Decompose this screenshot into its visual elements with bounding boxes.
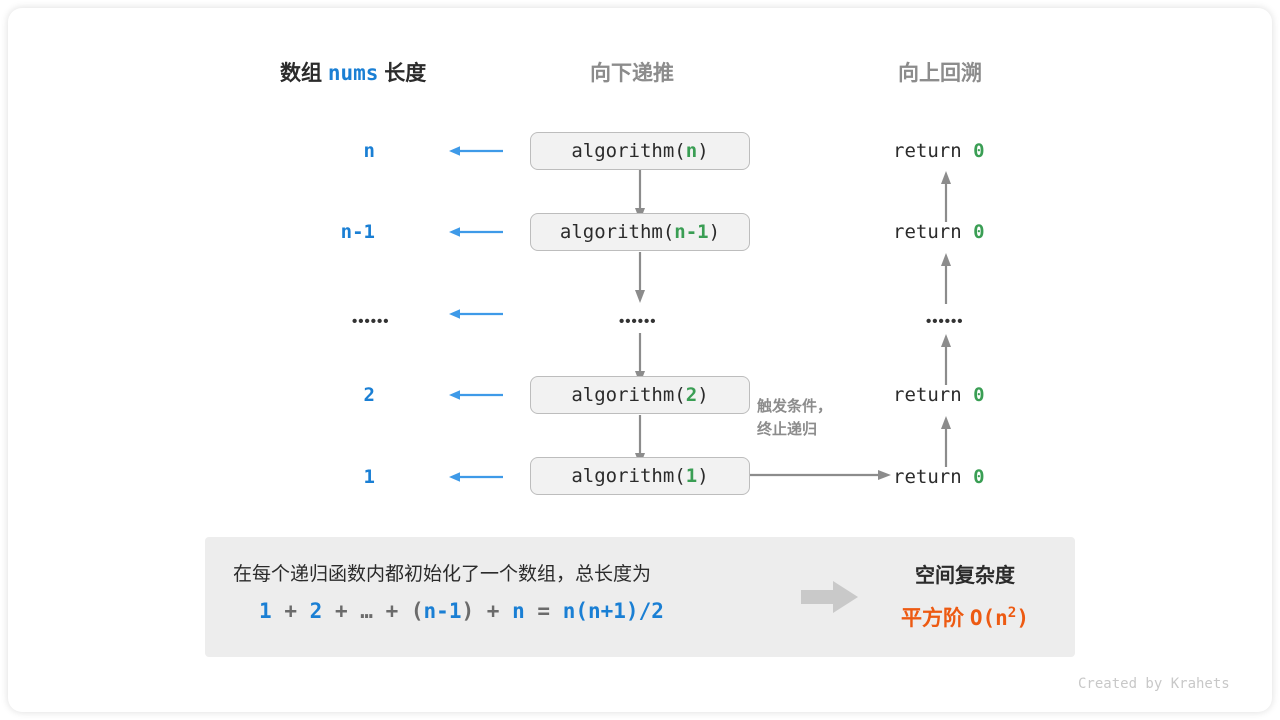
formula-token-4: … <box>360 599 373 623</box>
blue-left-arrow-row-1 <box>449 227 503 237</box>
call-box-row-3: algorithm(2) <box>530 376 750 414</box>
length-label-row-0: n <box>363 140 375 162</box>
return-row-1: return 0 <box>893 221 985 243</box>
return-value-row-4: 0 <box>973 466 985 488</box>
call-box-row-4: algorithm(1) <box>530 457 750 495</box>
blue-left-arrow-row-0 <box>449 146 503 156</box>
call-box-row-0: algorithm(n) <box>530 132 750 170</box>
summary-panel: 在每个递归函数内都初始化了一个数组，总长度为 1 + 2 + … + (n-1)… <box>205 537 1075 657</box>
up-arrow-2-to-1 <box>941 253 951 304</box>
call-suffix-row-3: ) <box>697 384 709 406</box>
formula-token-11: = <box>537 599 551 623</box>
return-row-3: return 0 <box>893 384 985 406</box>
length-label-row-3: 2 <box>363 384 375 406</box>
summary-formula: 1 + 2 + … + (n-1) + n = n(n+1)/2 <box>259 599 664 623</box>
call-arg-row-1: n-1 <box>674 221 709 243</box>
return-row-0: return 0 <box>893 140 985 162</box>
formula-token-6: ( <box>410 599 424 623</box>
return-text-row-3: return <box>893 384 974 406</box>
call-suffix-row-1: ) <box>708 221 721 243</box>
header-backtrack-up: 向上回溯 <box>898 62 982 85</box>
termination-annotation-line-2: 终止递归 <box>757 421 818 439</box>
length-label-row-4: 1 <box>363 466 375 488</box>
formula-token-10: n <box>512 599 525 623</box>
return-dots-row-2: •••••• <box>926 313 964 330</box>
implies-block-arrow-icon <box>801 581 858 613</box>
call-prefix-row-3: algorithm( <box>571 384 686 406</box>
return-text-row-0: return <box>893 140 974 162</box>
up-arrow-4-to-3 <box>941 416 951 467</box>
call-arg-row-4: 1 <box>685 465 698 487</box>
termination-annotation-line-1: 触发条件， <box>757 398 833 415</box>
formula-token-2: 2 <box>309 599 323 623</box>
terminate-right-arrow <box>750 470 891 480</box>
return-value-row-3: 0 <box>973 384 985 406</box>
blue-left-arrow-row-2 <box>449 309 503 319</box>
down-arrow-1-to-2 <box>635 252 645 303</box>
length-label-row-2: •••••• <box>352 313 390 330</box>
return-text-row-1: return <box>893 221 974 243</box>
summary-result-value: 平方阶 O(n2) <box>875 602 1055 632</box>
call-box-row-1: algorithm(n-1) <box>530 213 750 251</box>
summary-result-label: 平方阶 <box>900 607 964 630</box>
formula-token-1: + <box>284 599 297 623</box>
formula-token-12: n(n+1)/2 <box>562 599 664 623</box>
call-suffix-row-0: ) <box>697 140 709 162</box>
call-suffix-row-4: ) <box>697 465 709 487</box>
summary-description: 在每个递归函数内都初始化了一个数组，总长度为 <box>233 564 652 585</box>
call-prefix-row-4: algorithm( <box>571 465 686 487</box>
formula-token-8: ) <box>461 599 475 623</box>
formula-token-5: + <box>385 599 399 623</box>
blue-left-arrow-row-3 <box>449 390 503 400</box>
return-value-row-1: 0 <box>973 221 985 243</box>
call-prefix-row-1: algorithm( <box>559 221 675 243</box>
up-arrow-1-to-0 <box>941 171 951 222</box>
header-array-prefix: 数组 <box>280 62 322 85</box>
blue-left-arrow-row-4 <box>449 472 503 482</box>
call-prefix-row-0: algorithm( <box>571 140 686 162</box>
formula-token-9: + <box>486 599 500 623</box>
termination-annotation: 触发条件， 终止递归 <box>757 395 877 442</box>
summary-result-notation-exp: 2 <box>1007 605 1017 621</box>
credit-text: Created by Krahets <box>1078 676 1230 692</box>
call-arg-row-0: n <box>685 140 698 162</box>
formula-token-7: n-1 <box>423 599 462 623</box>
header-array-suffix: 长度 <box>384 62 427 85</box>
return-row-4: return 0 <box>893 466 985 488</box>
header-recurse-down: 向下递推 <box>590 62 674 85</box>
call-dots-row-2: •••••• <box>619 313 657 330</box>
formula-token-0: 1 <box>259 599 272 623</box>
return-value-row-0: 0 <box>973 140 985 162</box>
call-arg-row-3: 2 <box>685 384 698 406</box>
up-arrow-3-to-2 <box>941 334 951 385</box>
return-text-row-4: return <box>893 466 974 488</box>
summary-result-notation-base: O(n <box>969 606 1008 630</box>
header-array-length: 数组 nums 长度 <box>280 57 426 87</box>
summary-result: 空间复杂度 平方阶 O(n2) <box>875 559 1055 632</box>
summary-result-notation-tail: ) <box>1016 606 1030 630</box>
header-array-code: nums <box>327 61 379 85</box>
formula-token-3: + <box>334 599 348 623</box>
length-label-row-1: n-1 <box>340 221 375 243</box>
summary-result-title: 空间复杂度 <box>915 565 1015 587</box>
